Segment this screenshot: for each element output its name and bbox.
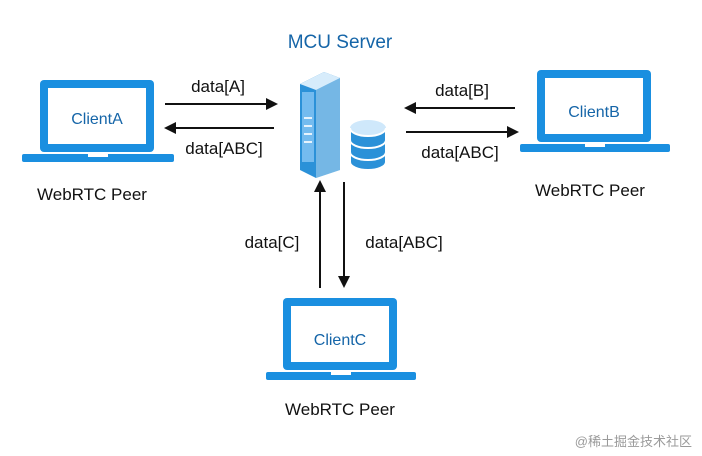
client-c-laptop: ClientC [266,298,416,380]
client-b-caption: WebRTC Peer [535,181,645,200]
edge-label-a-to-server: data[A] [191,77,245,96]
server-title: MCU Server [288,32,393,53]
edge-label-server-to-b: data[ABC] [421,143,499,162]
client-a-caption: WebRTC Peer [37,185,147,204]
watermark: @稀土掘金技术社区 [575,434,692,449]
client-a-laptop: ClientA [22,80,174,162]
edge-label-server-to-a: data[ABC] [185,139,263,158]
server-database-icon [300,72,387,178]
client-c-label: ClientC [314,332,366,349]
client-c-caption: WebRTC Peer [285,400,395,419]
client-a-label: ClientA [71,111,123,128]
edge-label-c-to-server: data[C] [245,233,300,252]
edge-label-server-to-c: data[ABC] [365,233,443,252]
client-b-label: ClientB [568,104,620,121]
edge-label-b-to-server: data[B] [435,81,489,100]
client-b-laptop: ClientB [520,70,670,152]
